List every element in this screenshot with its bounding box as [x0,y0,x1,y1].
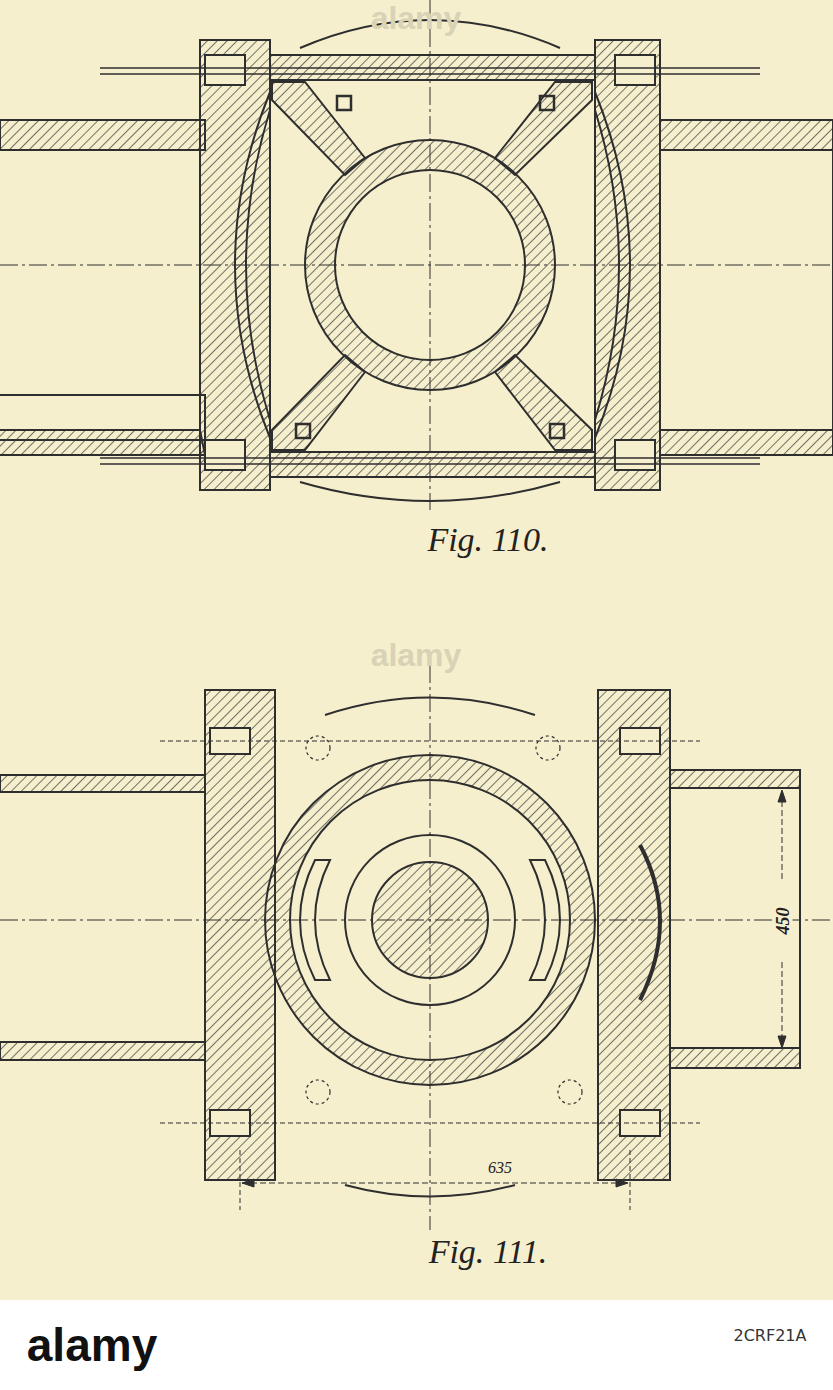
dimension-label: 635 [485,1159,515,1177]
watermark-logo: alamy [24,1321,160,1369]
image-id: 2CRF21A [731,1327,810,1345]
watermark-bar [0,1300,833,1390]
dimension-label: 450 [772,905,792,938]
figure-111 [0,665,833,1230]
watermark: alamy [368,1,465,35]
watermark: alamy [368,638,465,672]
figure-caption: Fig. 110. [424,522,551,558]
figure-caption: Fig. 111. [426,1234,551,1270]
figure-110 [0,0,833,510]
